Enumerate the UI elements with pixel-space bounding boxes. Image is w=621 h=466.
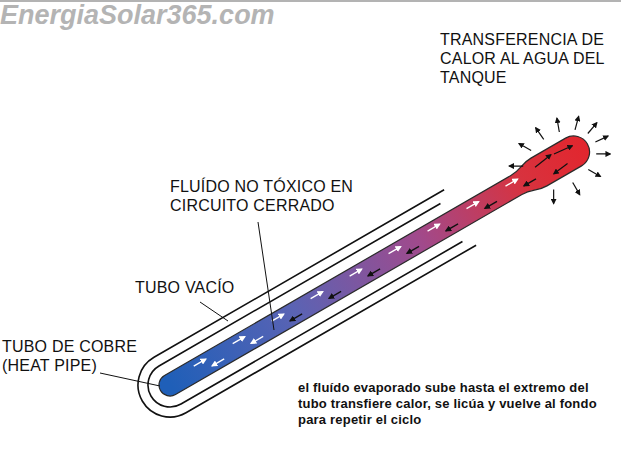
- rising-vapour-arrow: [428, 224, 440, 231]
- heat-transfer-arrow: [548, 190, 560, 204]
- returning-liquid-arrow: [251, 336, 263, 343]
- returning-liquid-arrow: [407, 246, 419, 253]
- heat-transfer-arrow: [595, 135, 608, 143]
- returning-liquid-arrow: [446, 224, 458, 231]
- condenser-arrow: [553, 164, 569, 174]
- returning-liquid-arrow: [329, 291, 341, 298]
- tube-assembly: [122, 99, 621, 436]
- callout-label: TRANSFERENCIA DE CALOR AL AGUA DEL TANQU…: [440, 30, 620, 87]
- rising-vapour-arrow: [505, 179, 517, 186]
- condenser-arrow: [534, 155, 553, 168]
- heat-rays: [499, 99, 621, 218]
- rising-vapour-arrow: [350, 269, 362, 276]
- returning-liquid-arrow: [368, 269, 380, 276]
- heat-transfer-arrow: [519, 140, 531, 154]
- rising-vapour-arrow: [233, 337, 245, 344]
- heat-transfer-arrow: [573, 183, 580, 195]
- heat-transfer-arrow: [570, 116, 584, 130]
- returning-liquid-arrow: [290, 314, 302, 321]
- explanatory-note: el fluído evaporado sube hasta el extrem…: [298, 380, 598, 428]
- rising-vapour-arrow: [194, 359, 206, 366]
- copper-heat-pipe: [152, 130, 595, 404]
- rising-vapour-arrow: [467, 202, 479, 209]
- condenser-arrow: [554, 144, 572, 156]
- rising-vapour-arrow: [311, 292, 323, 299]
- callout-label: FLUÍDO NO TÓXICO EN CIRCUITO CERRADO: [170, 177, 370, 215]
- heat-transfer-arrow: [585, 123, 599, 134]
- returning-liquid-arrow: [212, 359, 224, 366]
- leader-line: [200, 302, 228, 321]
- rising-vapour-arrow: [389, 247, 401, 254]
- leader-line: [100, 373, 160, 386]
- leader-line: [258, 222, 274, 330]
- heat-transfer-arrow: [536, 127, 544, 140]
- heat-transfer-arrow: [509, 160, 523, 172]
- top-rule: [0, 0, 621, 2]
- watermark: EnergiaSolar365.com: [0, 0, 286, 30]
- returning-liquid-arrow: [485, 201, 497, 208]
- rising-vapour-arrow: [272, 314, 284, 321]
- heat-transfer-arrow: [553, 118, 564, 132]
- callout-label: TUBO DE COBRE (HEAT PIPE): [2, 337, 152, 375]
- callout-label: TUBO VACÍO: [135, 278, 245, 297]
- heat-transfer-arrow: [588, 166, 600, 180]
- heat-transfer-arrow: [596, 148, 610, 160]
- returning-liquid-arrow: [524, 179, 536, 186]
